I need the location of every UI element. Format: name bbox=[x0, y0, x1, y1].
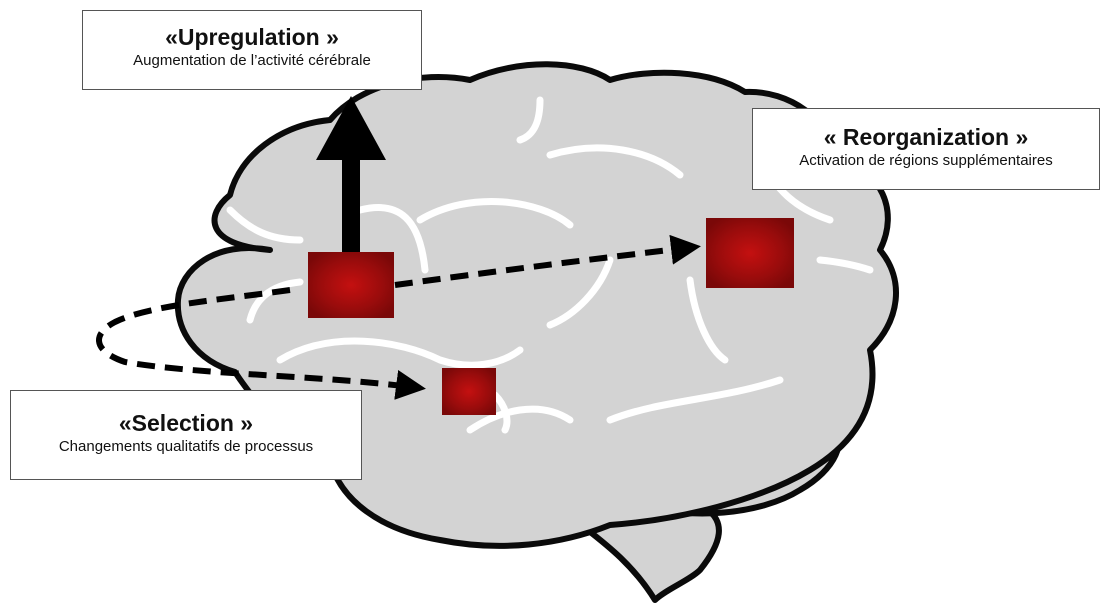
active-regions bbox=[308, 218, 794, 415]
arrow-head-up bbox=[316, 96, 386, 160]
region-selection bbox=[442, 368, 496, 415]
pathway-to-reorganization bbox=[394, 234, 701, 288]
upregulation-title: «Upregulation » bbox=[165, 24, 339, 50]
sulcus-5 bbox=[416, 198, 574, 229]
sulcus-11 bbox=[606, 376, 784, 424]
sulcus-9 bbox=[686, 276, 729, 364]
sulcus-13 bbox=[816, 256, 874, 274]
region-reorganization bbox=[706, 218, 794, 288]
selection-label-box: «Selection » Changements qualitatifs de … bbox=[10, 390, 362, 480]
selection-subtitle: Changements qualitatifs de processus bbox=[58, 438, 314, 455]
sulcus-10 bbox=[466, 405, 574, 434]
reorganization-title: « Reorganization » bbox=[823, 124, 1029, 150]
sulcus-7 bbox=[516, 96, 544, 144]
selection-title: «Selection » bbox=[118, 410, 254, 436]
sulcus-4 bbox=[356, 204, 429, 274]
reorganization-subtitle: Activation de régions supplémentaires bbox=[799, 152, 1053, 169]
sulcus-1 bbox=[226, 206, 304, 244]
sulcus-14 bbox=[491, 391, 511, 434]
arrow-shaft bbox=[342, 150, 360, 255]
sulcus-3 bbox=[276, 337, 524, 369]
sulcus-2 bbox=[246, 278, 304, 324]
region-upregulation bbox=[308, 252, 394, 318]
brain-sulci bbox=[226, 96, 874, 434]
upregulation-arrow bbox=[316, 96, 386, 255]
reorganization-label-box: « Reorganization » Activation de régions… bbox=[752, 108, 1100, 190]
upregulation-subtitle: Augmentation de l’activité cérébrale bbox=[133, 52, 371, 69]
sulcus-8 bbox=[546, 256, 614, 329]
sulcus-6 bbox=[546, 144, 684, 179]
dashed-pathways bbox=[96, 234, 701, 400]
pathway-loop bbox=[96, 287, 426, 400]
upregulation-label-box: «Upregulation » Augmentation de l’activi… bbox=[82, 10, 422, 90]
